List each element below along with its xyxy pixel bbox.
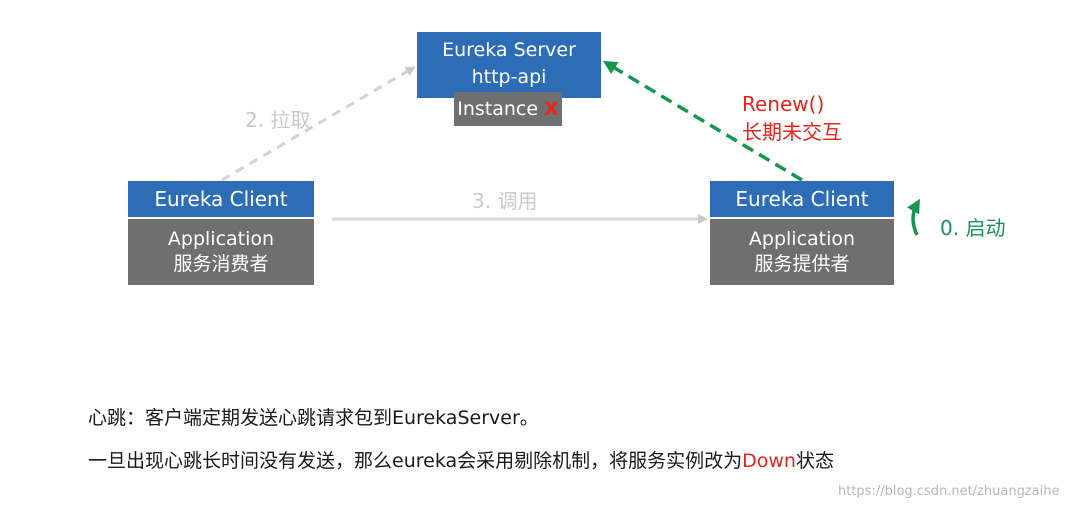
pull-arrow <box>221 66 416 182</box>
heartbeat-definition: 心跳：客户端定期发送心跳请求包到EurekaServer。 <box>88 407 539 429</box>
instance-box: Instance X <box>454 92 562 126</box>
consumer-role-label: 服务消费者 <box>173 253 269 275</box>
provider-role-label: 服务提供者 <box>754 253 850 275</box>
server-subtitle: http-api <box>471 66 547 88</box>
eviction-text-end: 状态 <box>795 450 834 472</box>
renew-method: Renew() <box>742 92 825 116</box>
consumer-app-box: Application 服务消费者 <box>128 219 314 285</box>
eviction-text-start: 一旦出现心跳长时间没有发送，那么eureka会采用剔除机制，将服务实例改为 <box>88 450 743 472</box>
server-title: Eureka Server <box>442 39 576 61</box>
renew-note: 长期未交互 <box>742 120 842 144</box>
provider-app-box: Application 服务提供者 <box>710 219 894 285</box>
eureka-server-box: Eureka Server http-api <box>417 32 601 98</box>
renew-label: Renew() 长期未交互 <box>742 90 842 146</box>
instance-label: Instance <box>457 98 539 120</box>
watermark-url: https://blog.csdn.net/zhuangzaihe <box>838 484 1060 499</box>
provider-app-label: Application <box>748 228 856 250</box>
provider-client-header: Eureka Client <box>710 181 894 217</box>
consumer-app-label: Application <box>167 228 275 250</box>
down-status-highlight: Down <box>742 450 796 472</box>
start-label: 0. 启动 <box>940 216 1006 240</box>
eviction-description: 一旦出现心跳长时间没有发送，那么eureka会采用剔除机制，将服务实例改为Dow… <box>88 446 834 473</box>
call-label: 3. 调用 <box>472 189 538 213</box>
consumer-client-header: Eureka Client <box>128 181 314 217</box>
start-arrow <box>906 198 920 236</box>
pull-label: 2. 拉取 <box>245 108 311 132</box>
instance-removed-mark: X <box>544 98 559 120</box>
